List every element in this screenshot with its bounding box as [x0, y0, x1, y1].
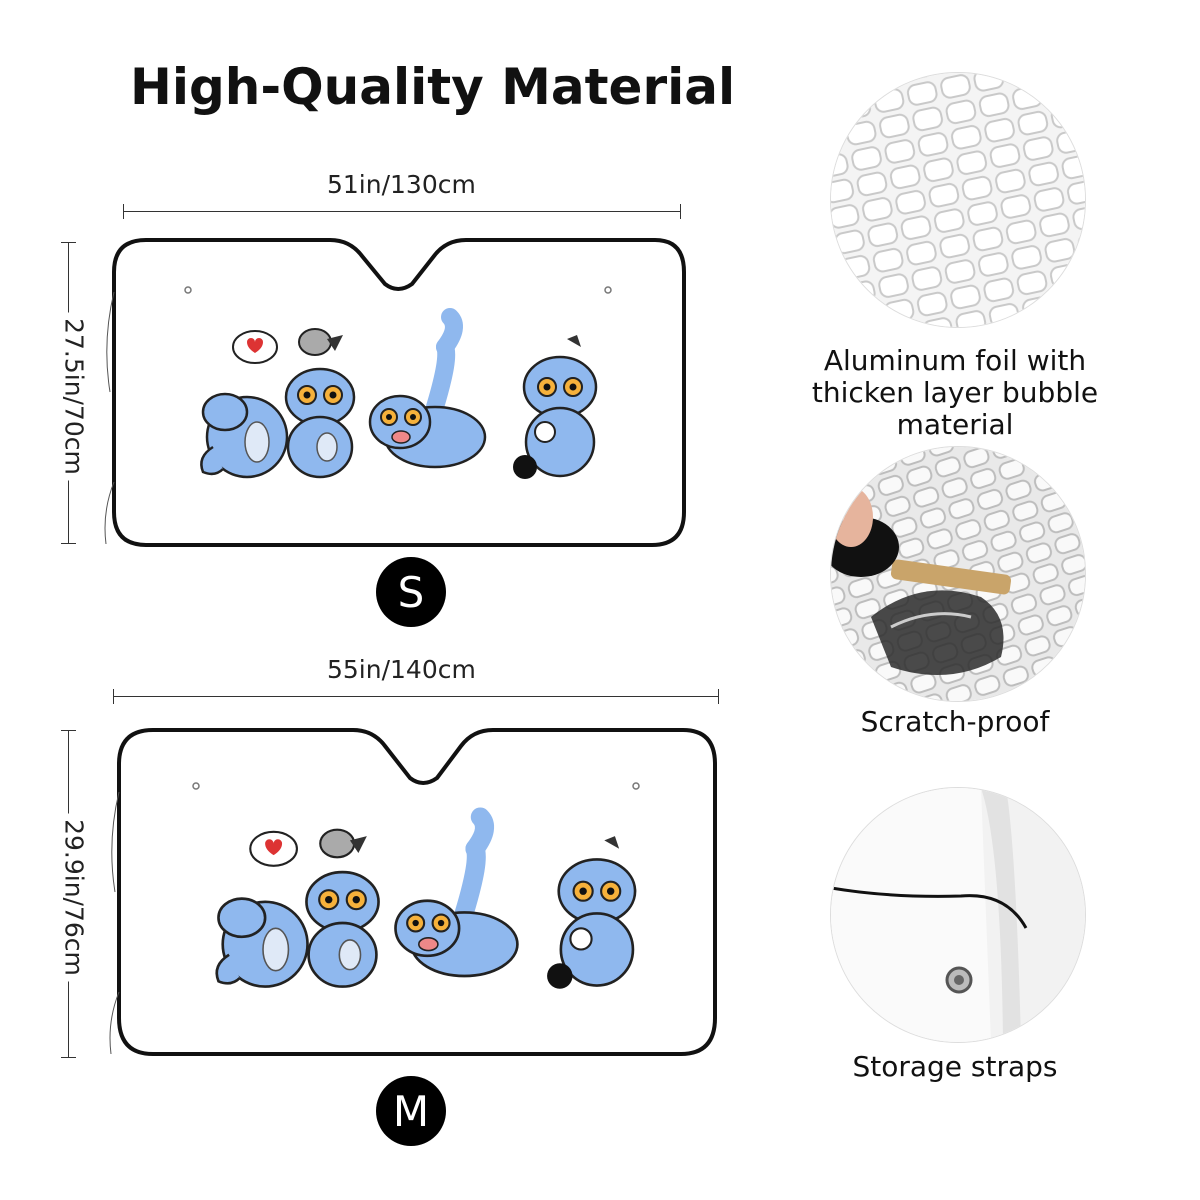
- feature-caption-bubble: Aluminum foil with thicken layer bubble …: [811, 344, 1099, 441]
- cat-illustration-group: [215, 807, 637, 989]
- cat-illustration-group: [200, 308, 598, 479]
- storage-strap-closeup-icon: [830, 787, 1086, 1043]
- page-title: High-Quality Material: [130, 58, 736, 116]
- medium-width-dimension-line: [113, 689, 719, 704]
- size-badge-medium: M: [376, 1076, 446, 1146]
- bubble-material-closeup-icon: [830, 72, 1086, 328]
- size-badge-small: S: [376, 557, 446, 627]
- feature-caption-scratch: Scratch-proof: [860, 705, 1050, 738]
- key-scratch-closeup-icon: [830, 446, 1086, 702]
- medium-height-label: 29.9in/76cm: [59, 813, 89, 982]
- sunshade-medium: [109, 728, 717, 1056]
- small-width-label: 51in/130cm: [327, 170, 476, 199]
- medium-width-label: 55in/140cm: [327, 655, 476, 684]
- feature-caption-straps: Storage straps: [852, 1050, 1058, 1083]
- sunshade-small: [104, 238, 686, 547]
- small-height-label: 27.5in/70cm: [59, 312, 89, 481]
- small-width-dimension-line: [123, 204, 681, 219]
